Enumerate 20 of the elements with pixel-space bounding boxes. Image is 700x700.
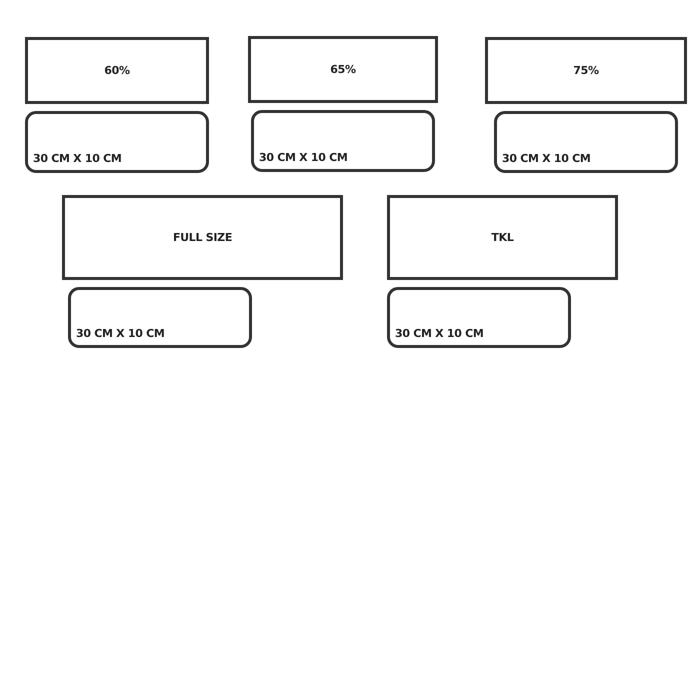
keyboard-size-box xyxy=(387,195,618,280)
keyboard-size-label: FULL SIZE xyxy=(172,231,232,244)
keyboard-size-label: 65% xyxy=(330,63,356,76)
mat-size-box xyxy=(25,111,209,173)
keyboard-size-label: 75% xyxy=(573,64,599,77)
mat-size-box xyxy=(251,110,435,172)
keyboard-size-box xyxy=(248,36,438,103)
keyboard-size-box xyxy=(62,195,343,280)
mat-size-box xyxy=(387,287,571,348)
mat-size-label: 30 CM X 10 CM xyxy=(76,327,165,340)
mat-size-box xyxy=(68,287,252,348)
keyboard-size-box xyxy=(25,37,209,104)
mat-size-box xyxy=(494,111,678,173)
keyboard-size-box xyxy=(485,37,687,104)
mat-size-label: 30 CM X 10 CM xyxy=(502,152,591,165)
keyboard-size-label: TKL xyxy=(491,231,514,244)
mat-size-label: 30 CM X 10 CM xyxy=(395,327,484,340)
mat-size-label: 30 CM X 10 CM xyxy=(33,152,122,165)
keyboard-size-label: 60% xyxy=(104,64,130,77)
mat-size-label: 30 CM X 10 CM xyxy=(259,151,348,164)
